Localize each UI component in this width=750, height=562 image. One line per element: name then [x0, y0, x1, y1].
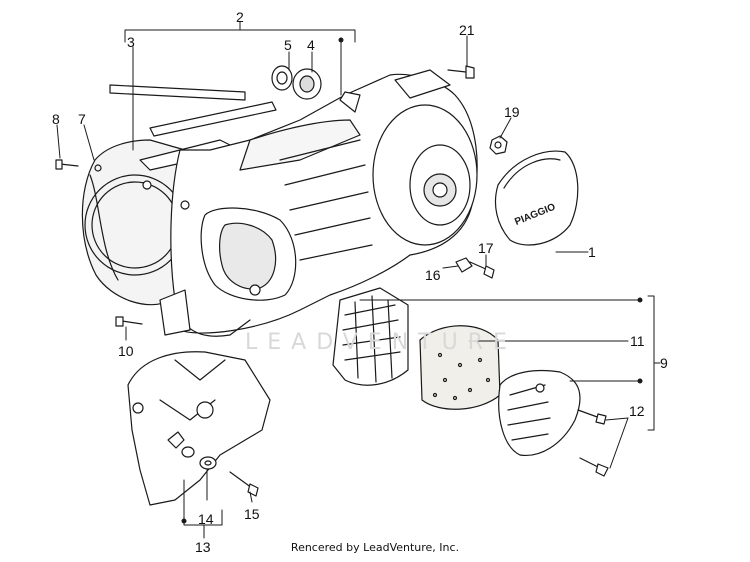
- callout-3: 3: [127, 34, 135, 50]
- part-17-screw: [469, 261, 495, 279]
- callout-17: 17: [478, 240, 494, 256]
- part-21-screw: [447, 65, 475, 79]
- callout-5: 5: [284, 37, 292, 53]
- part-10-screw: [115, 316, 143, 327]
- part-4-bearing: [292, 68, 322, 100]
- callout-21: 21: [459, 22, 475, 38]
- callout-11: 11: [630, 333, 645, 349]
- callout-14: 14: [198, 511, 214, 527]
- part-15-screw: [229, 471, 259, 497]
- part-8-screw: [55, 159, 79, 170]
- watermark-logo: LEADVENTURE: [245, 330, 517, 355]
- callout-16: 16: [425, 267, 441, 283]
- callout-1: 1: [588, 244, 596, 260]
- part-5-seal: [271, 65, 293, 91]
- callout-13: 13: [195, 539, 211, 555]
- callout-9: 9: [660, 355, 668, 371]
- part-19-nut: [489, 135, 508, 155]
- callout-15: 15: [244, 506, 260, 522]
- part-16-clip: [455, 257, 473, 273]
- part-9-filter-frame: [332, 287, 409, 386]
- callout-12: 12: [629, 403, 645, 419]
- callout-7: 7: [78, 111, 86, 127]
- callout-2: 2: [236, 9, 244, 25]
- part-1-cover-cap: PIAGGIO: [494, 150, 579, 246]
- part-9-filter-outer-cover: [498, 369, 581, 457]
- part-2-transmission-cover: [142, 69, 478, 337]
- callout-8: 8: [52, 111, 60, 127]
- callout-19: 19: [504, 104, 520, 120]
- callout-4: 4: [307, 37, 315, 53]
- callout-10: 10: [118, 343, 134, 359]
- footer-credit: Rencered by LeadVenture, Inc.: [290, 541, 460, 554]
- part-12-screws: [577, 409, 609, 477]
- callout-labels: 2 3 5 4 21 19 1 17 16 8 7 10 9 11 12 14 …: [52, 9, 668, 555]
- leader-lines: [56, 21, 661, 539]
- part-14-washer: [181, 446, 217, 470]
- part-13-belt-guard: [127, 351, 271, 506]
